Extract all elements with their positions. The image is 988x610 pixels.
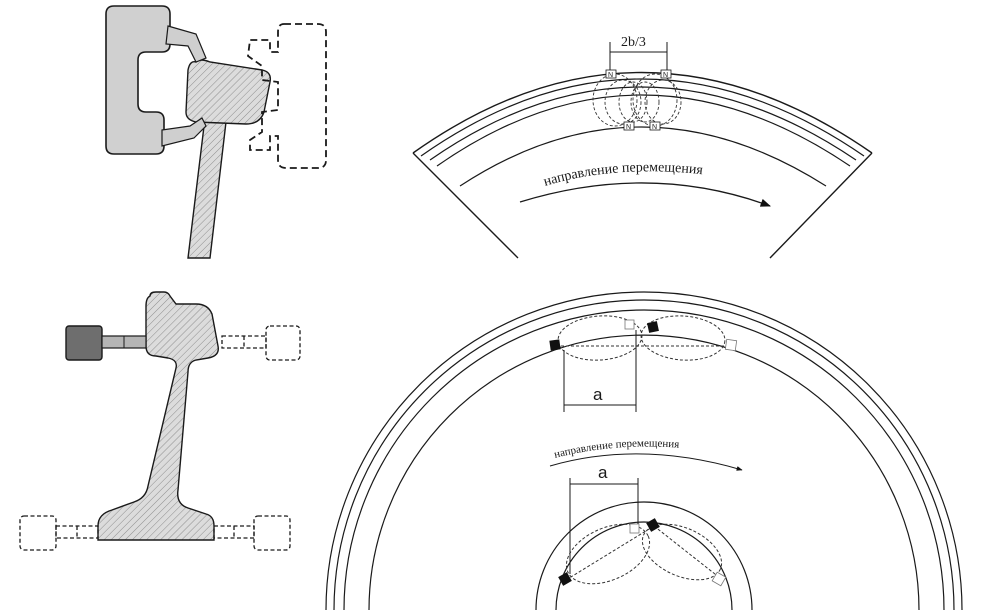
- wheel-circle-4: [368, 334, 920, 610]
- sensor-mark-1: N: [608, 72, 613, 79]
- direction-arrow-top: [519, 182, 771, 207]
- wheel-full: [325, 291, 963, 610]
- spacing-label: 2b/3: [621, 35, 646, 50]
- sensor-mark-3: N: [626, 124, 631, 131]
- rail-full-section: [19, 291, 301, 551]
- sensor-mark-2: N: [663, 72, 668, 79]
- marker-open-top: [624, 319, 635, 330]
- dim-a-lower: a: [598, 463, 608, 482]
- marker-black-lower-left: [558, 572, 572, 586]
- upper-sensor-pair: a: [549, 315, 738, 412]
- beam-lobes: [592, 73, 682, 127]
- rim-inner-line-3: [459, 126, 827, 187]
- sector-boundary: [412, 71, 873, 259]
- sensor-arm-upper: [165, 25, 207, 63]
- rim-inner-line-2: [436, 94, 851, 167]
- direction-arrow-bottom: [549, 453, 743, 471]
- rim-inner-line-1: [429, 86, 857, 161]
- marker-open-right: [724, 338, 738, 352]
- marker-open-lower-top: [629, 523, 640, 534]
- dashed-sensors: [19, 325, 301, 551]
- dim-a-upper: a: [593, 385, 603, 404]
- marker-black-left: [549, 339, 561, 351]
- wheel-circle-1: [325, 291, 963, 610]
- sensor-arm-lower: [161, 117, 207, 147]
- marker-black-lower-top: [646, 518, 660, 532]
- marker-open-lower-right: [711, 571, 727, 587]
- wheel-circle-2: [333, 299, 955, 610]
- wheel-circle-3: [343, 309, 945, 610]
- lower-sensor-pair: a: [558, 463, 727, 587]
- sensor-mark-4: N: [652, 124, 657, 131]
- rail-web: [187, 117, 227, 259]
- hub-circle-outer: [535, 501, 753, 610]
- direction-label-bottom: направление перемещения: [553, 437, 680, 460]
- marker-black-top: [647, 321, 659, 333]
- rail-profile: [97, 291, 219, 541]
- rail-head: [185, 59, 272, 125]
- wheel-sector-top: 2b/3 N N N N направление перемещения: [412, 35, 873, 259]
- rim-outer-line: [420, 78, 865, 157]
- sensor-marks: N N N N: [605, 69, 672, 131]
- direction-bottom: направление перемещения: [549, 437, 743, 471]
- sensor-block-dashed: [247, 23, 327, 169]
- side-sensor-solid: [65, 325, 103, 361]
- hub-circle-inner: [555, 521, 733, 610]
- rail-head-section-tilted: [105, 5, 327, 259]
- sensor-block-solid: [105, 5, 171, 155]
